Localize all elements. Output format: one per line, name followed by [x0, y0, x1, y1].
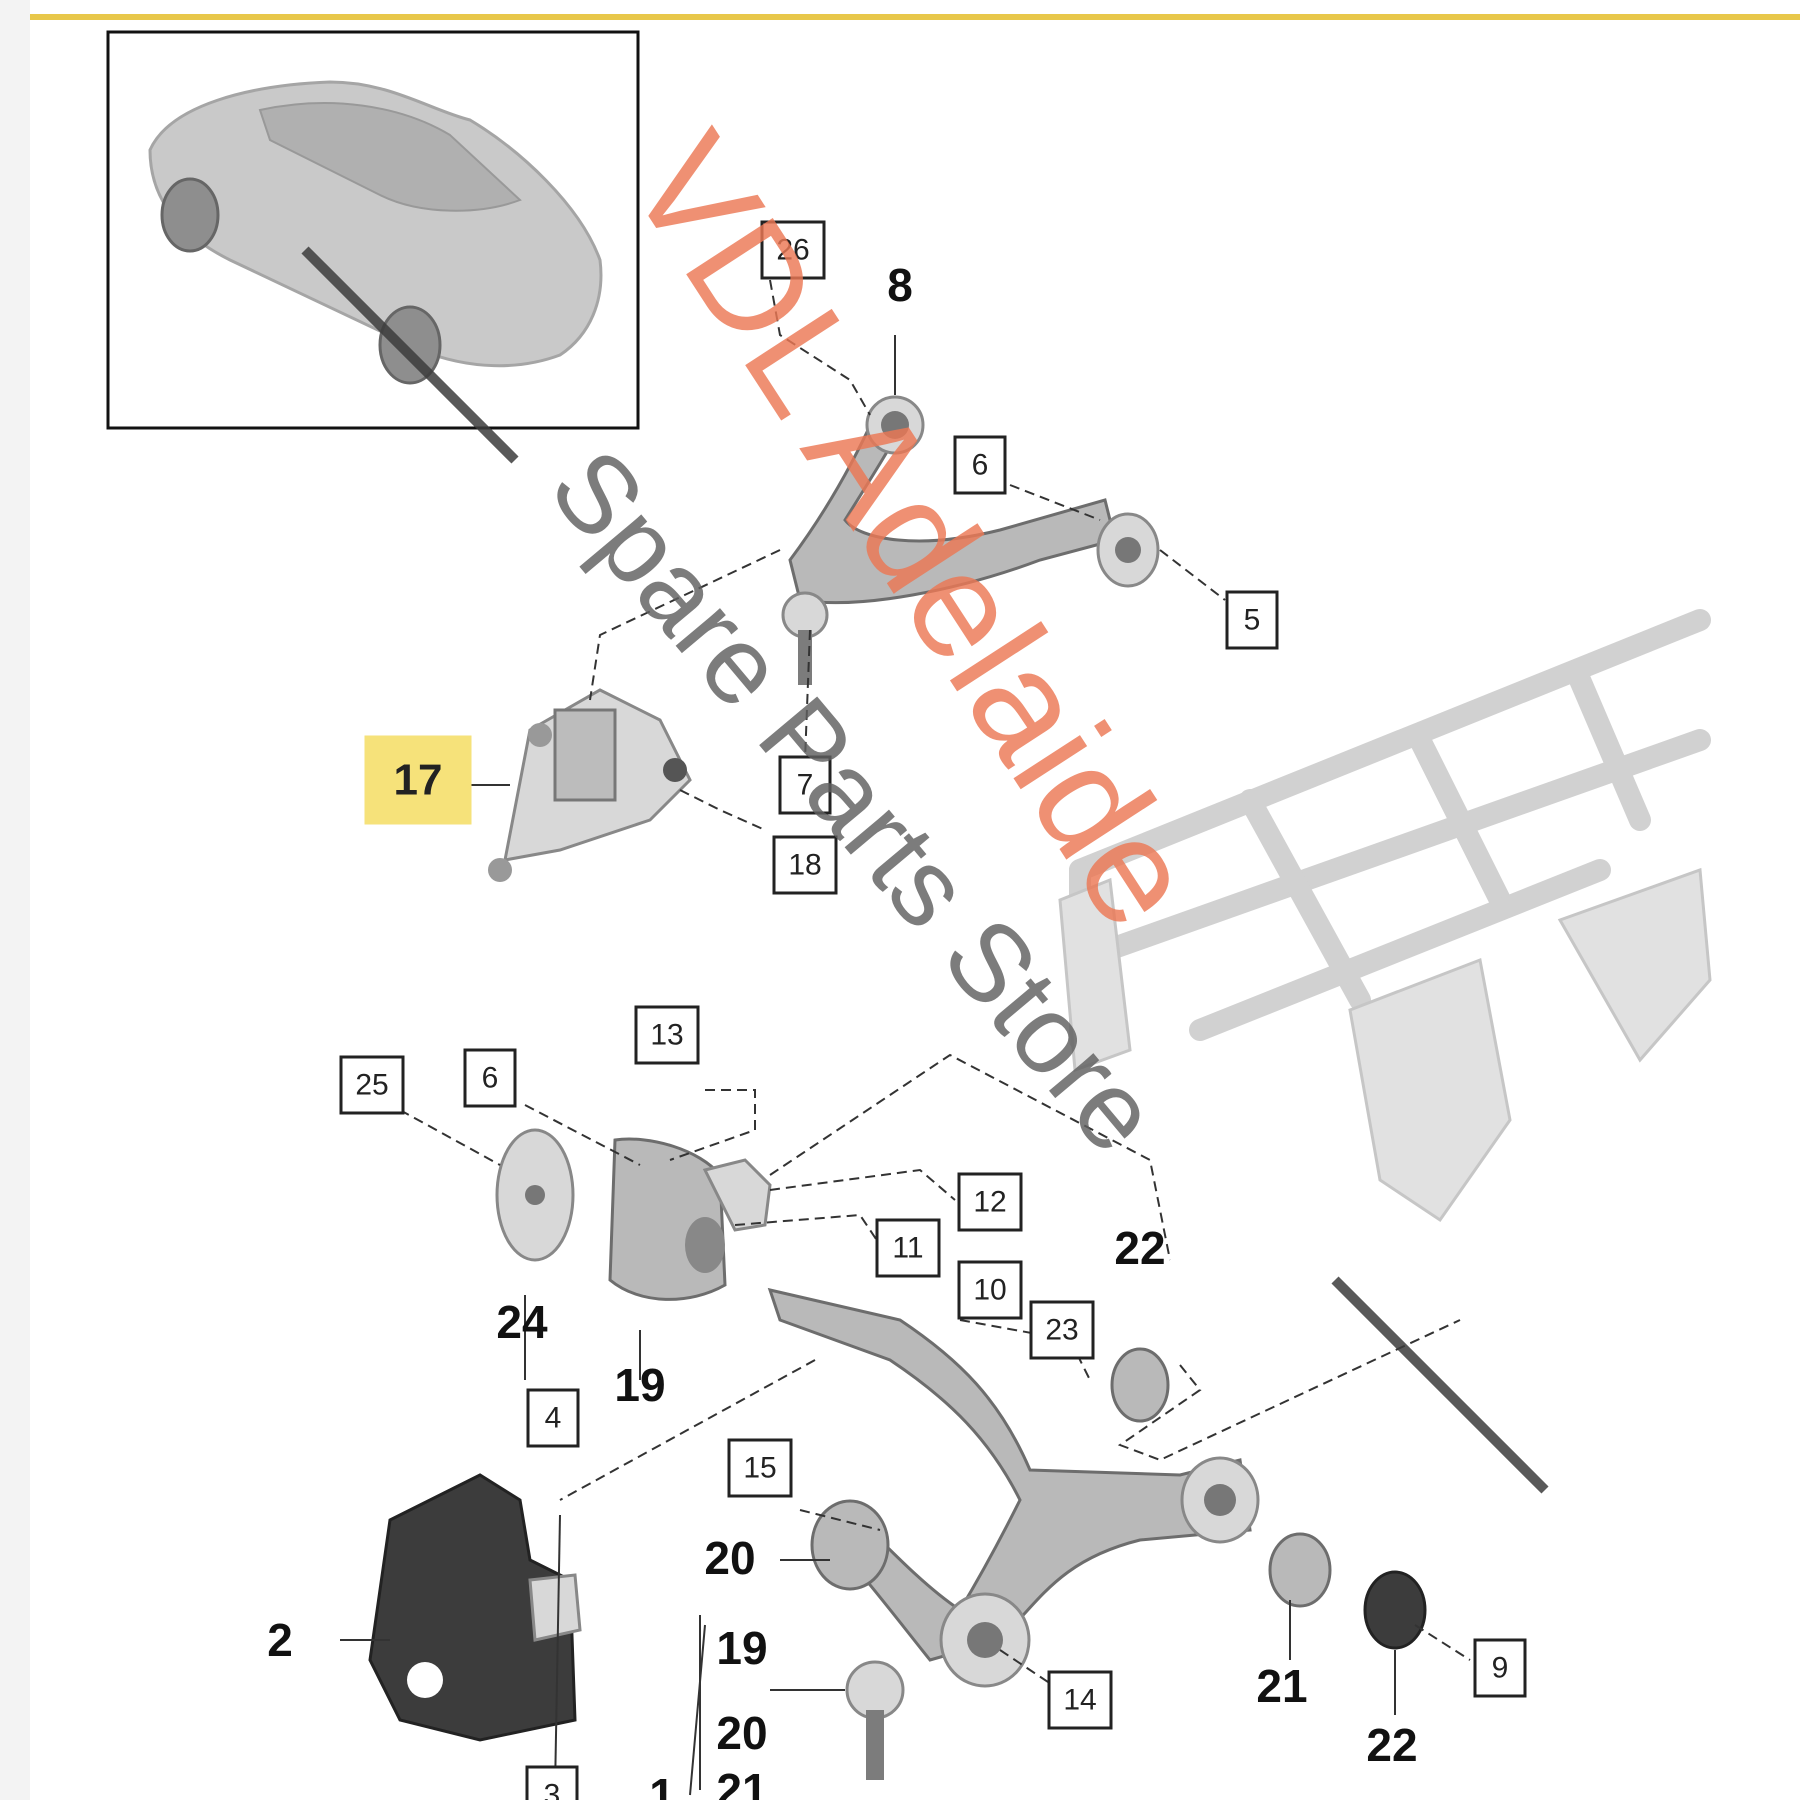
- callout-box: [875, 1218, 941, 1278]
- car-body-icon: [148, 80, 603, 368]
- callout-8: 8: [887, 259, 913, 311]
- callout-15: 15: [727, 1438, 793, 1498]
- callout-number: 21: [1256, 1660, 1307, 1712]
- callout-number: 9: [1492, 1652, 1509, 1685]
- callout-7: 7: [778, 755, 832, 815]
- callout-number: 7: [797, 769, 814, 802]
- callout-23: 23: [1029, 1300, 1095, 1360]
- callout-number: 5: [1244, 604, 1261, 637]
- callout-box: [525, 1765, 579, 1800]
- callout-24: 24: [496, 1296, 548, 1348]
- callout-17: 17: [364, 735, 472, 825]
- callout-number: 10: [973, 1274, 1006, 1307]
- callout-number: 13: [650, 1019, 683, 1052]
- small-bushings: [810, 1347, 1427, 1650]
- callout-number: 8: [887, 259, 913, 311]
- callout-11: 11: [875, 1218, 941, 1278]
- callout-5: 5: [1225, 590, 1279, 650]
- callout-26: 26: [760, 220, 826, 280]
- watermark-stroke-bottom: [1331, 1276, 1549, 1494]
- callout-number: 20: [716, 1707, 767, 1759]
- callout-box: [364, 735, 472, 825]
- callout-3: 3: [525, 1765, 579, 1800]
- callout-box: [1225, 590, 1279, 650]
- vehicle-thumbnail: [106, 30, 640, 430]
- callout-1: 1: [649, 1769, 675, 1800]
- callout-box: [957, 1260, 1023, 1320]
- callout-number: 25: [355, 1069, 388, 1102]
- callout-6: 6: [463, 1048, 517, 1108]
- callout-number: 23: [1045, 1314, 1078, 1347]
- callout-number: 26: [776, 234, 809, 267]
- callout-number: 24: [496, 1296, 548, 1348]
- callout-number: 6: [972, 449, 989, 482]
- callout-box: [957, 1172, 1023, 1232]
- lower-arm-bushings: [495, 1128, 772, 1301]
- callout-6: 6: [953, 435, 1007, 495]
- callout-box: [953, 435, 1007, 495]
- callout-number: 14: [1063, 1684, 1096, 1717]
- callout-box: [760, 220, 826, 280]
- heat-shield-bracket: [368, 1473, 582, 1742]
- top-accent-bar: [30, 14, 1800, 20]
- callout-number: 18: [788, 849, 821, 882]
- callout-22: 22: [1366, 1719, 1417, 1771]
- callout-2: 2: [267, 1614, 293, 1666]
- callout-number: 19: [614, 1359, 665, 1411]
- callout-4: 4: [526, 1388, 580, 1448]
- callout-18: 18: [772, 835, 838, 895]
- callout-box: [727, 1438, 793, 1498]
- callout-9: 9: [1473, 1638, 1527, 1698]
- callout-number: 22: [1114, 1222, 1165, 1274]
- callout-12: 12: [957, 1172, 1023, 1232]
- lower-control-arm: [767, 1287, 1260, 1780]
- callout-21: 21: [1256, 1660, 1307, 1712]
- callout-number: 1: [649, 1769, 675, 1800]
- callout-10: 10: [957, 1260, 1023, 1320]
- callout-box: [772, 835, 838, 895]
- callout-box: [1473, 1638, 1527, 1698]
- leader-lines: [340, 279, 1471, 1796]
- callout-box: [1029, 1300, 1095, 1360]
- callout-number: 3: [544, 1779, 561, 1800]
- callout-number: 21: [716, 1764, 767, 1800]
- callout-box: [778, 755, 832, 815]
- callout-21: 21: [716, 1764, 767, 1800]
- callout-number: 2: [267, 1614, 293, 1666]
- callout-number: 20: [704, 1532, 755, 1584]
- callout-14: 14: [1047, 1670, 1113, 1730]
- callout-number: 6: [482, 1062, 499, 1095]
- subframe: [1058, 609, 1712, 1223]
- front-wheel-icon: [160, 177, 220, 253]
- callout-box: [339, 1055, 405, 1115]
- callout-box: [1047, 1670, 1113, 1730]
- callout-number: 22: [1366, 1719, 1417, 1771]
- callout-22: 22: [1114, 1222, 1165, 1274]
- callout-number: 19: [716, 1622, 767, 1674]
- callout-13: 13: [634, 1005, 700, 1065]
- callout-20: 20: [716, 1707, 767, 1759]
- callout-box: [634, 1005, 700, 1065]
- level-sensor-link: [488, 688, 692, 882]
- callout-number: 12: [973, 1186, 1006, 1219]
- callout-number: 17: [394, 756, 443, 805]
- callout-number: 11: [892, 1232, 923, 1265]
- callout-19: 19: [716, 1622, 767, 1674]
- callout-box: [526, 1388, 580, 1448]
- callout-number: 4: [545, 1402, 562, 1435]
- watermark-stroke-top: [301, 246, 519, 464]
- callout-19: 19: [614, 1359, 665, 1411]
- callout-20: 20: [704, 1532, 755, 1584]
- callout-box: [463, 1048, 517, 1108]
- callout-25: 25: [339, 1055, 405, 1115]
- callout-number: 15: [743, 1452, 776, 1485]
